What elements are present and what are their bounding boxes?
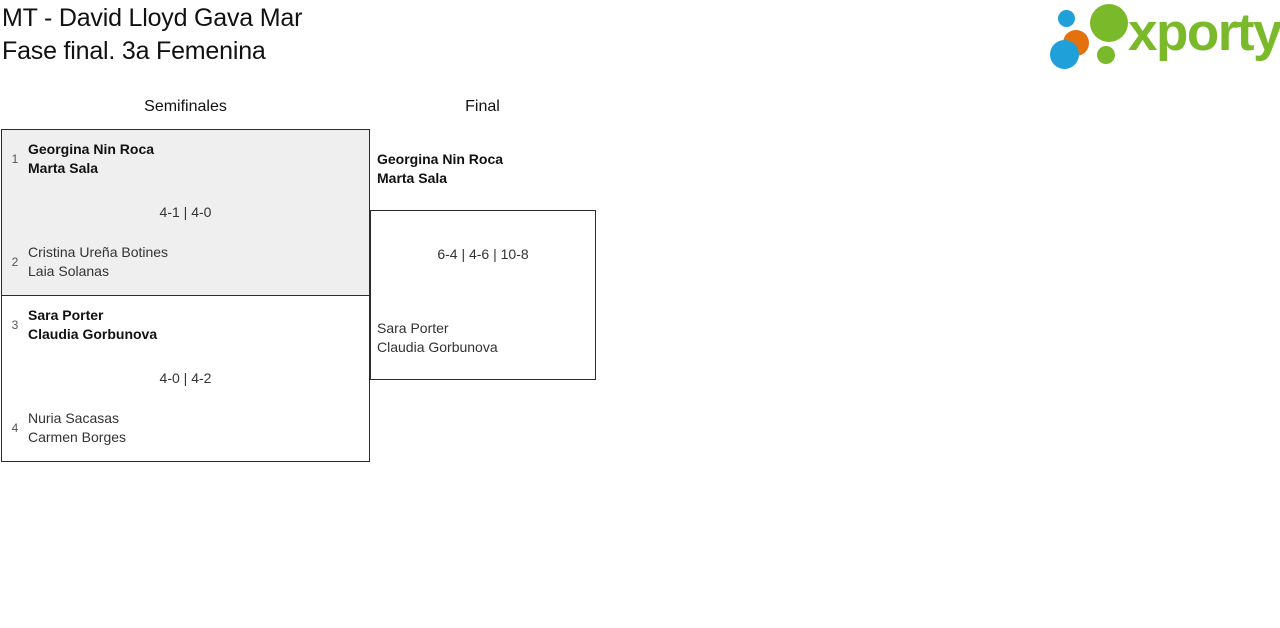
seed-number: 3: [11, 318, 19, 332]
logo-wordmark: xporty: [1128, 3, 1280, 62]
seed-number: 2: [11, 255, 19, 269]
match-final[interactable]: 6-4 | 4-6 | 10-8 Sara Porter Claudia Gor…: [370, 210, 596, 380]
seed-number: 1: [11, 152, 19, 166]
competitor-row[interactable]: 1 Georgina Nin Roca Marta Sala: [2, 138, 369, 184]
competitor-names: Cristina Ureña Botines Laia Solanas: [28, 244, 169, 279]
competitor-row[interactable]: 3 Sara Porter Claudia Gorbunova: [2, 304, 369, 350]
match-semifinal-2[interactable]: 3 Sara Porter Claudia Gorbunova 4-0 | 4-…: [2, 296, 369, 461]
final-loser-names: Sara Porter Claudia Gorbunova: [377, 320, 498, 355]
competitor-names: Nuria Sacasas Carmen Borges: [28, 410, 127, 445]
match-score: 4-0 | 4-2: [159, 370, 212, 386]
semifinals-column: 1 Georgina Nin Roca Marta Sala 4-1 | 4-0…: [1, 129, 370, 462]
page-title: MT - David Lloyd Gava Mar Fase final. 3a…: [2, 4, 303, 65]
match-semifinal-1[interactable]: 1 Georgina Nin Roca Marta Sala 4-1 | 4-0…: [2, 130, 369, 296]
competitor-names: Sara Porter Claudia Gorbunova: [28, 307, 158, 342]
logo-dot-blue-large-icon: [1050, 40, 1079, 69]
competitor-row[interactable]: 2 Cristina Ureña Botines Laia Solanas: [2, 241, 369, 287]
round-header-semifinals: Semifinales: [144, 98, 227, 115]
logo-dot-blue-small-icon: [1058, 10, 1075, 27]
match-score: 4-1 | 4-0: [159, 204, 212, 220]
page-header: MT - David Lloyd Gava Mar Fase final. 3a…: [0, 0, 1280, 80]
final-winner-names: Georgina Nin Roca Marta Sala: [377, 151, 504, 186]
competitor-names: Georgina Nin Roca Marta Sala: [28, 141, 155, 176]
logo-dot-green-small-icon: [1097, 46, 1115, 64]
xporty-logo[interactable]: xporty: [1050, 3, 1280, 69]
logo-dot-green-large-icon: [1090, 4, 1128, 42]
match-score: 6-4 | 4-6 | 10-8: [437, 246, 529, 262]
round-header-final: Final: [465, 98, 500, 115]
competitor-row[interactable]: 4 Nuria Sacasas Carmen Borges: [2, 407, 369, 453]
seed-number: 4: [11, 421, 19, 435]
